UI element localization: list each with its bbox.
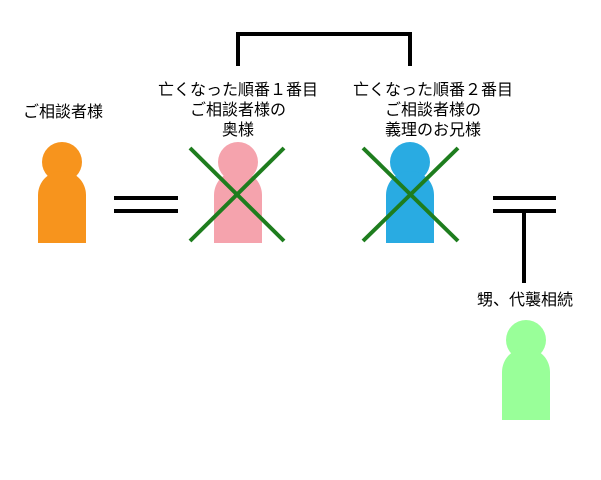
sibling-bracket — [236, 32, 412, 66]
brother-label: 亡くなった順番２番目 ご相談者様の 義理のお兄様 — [328, 80, 538, 140]
brother-label-line2: ご相談者様の — [384, 100, 481, 119]
brother-label-line3: 義理のお兄様 — [384, 120, 481, 139]
marriage-line-client-wife — [114, 196, 178, 213]
brother-figure — [386, 142, 434, 243]
wife-label-line3: 奥様 — [221, 120, 254, 139]
wife-label-line1: 亡くなった順番１番目 — [157, 80, 318, 99]
client-figure — [38, 142, 86, 243]
wife-label-line2: ご相談者様の — [189, 100, 286, 119]
client-label-text: ご相談者様 — [22, 102, 103, 121]
nephew-label: 甥、代襲相続 — [462, 290, 588, 310]
brother-deceased-cross — [361, 146, 460, 243]
marriage-line-brother — [493, 196, 556, 283]
wife-deceased-cross — [188, 146, 286, 243]
wife-figure — [214, 142, 262, 243]
nephew-label-text: 甥、代襲相続 — [476, 290, 573, 309]
brother-label-line1: 亡くなった順番２番目 — [352, 80, 513, 99]
wife-label: 亡くなった順番１番目 ご相談者様の 奥様 — [133, 80, 343, 140]
client-label: ご相談者様 — [18, 102, 108, 122]
nephew-figure — [502, 320, 550, 420]
